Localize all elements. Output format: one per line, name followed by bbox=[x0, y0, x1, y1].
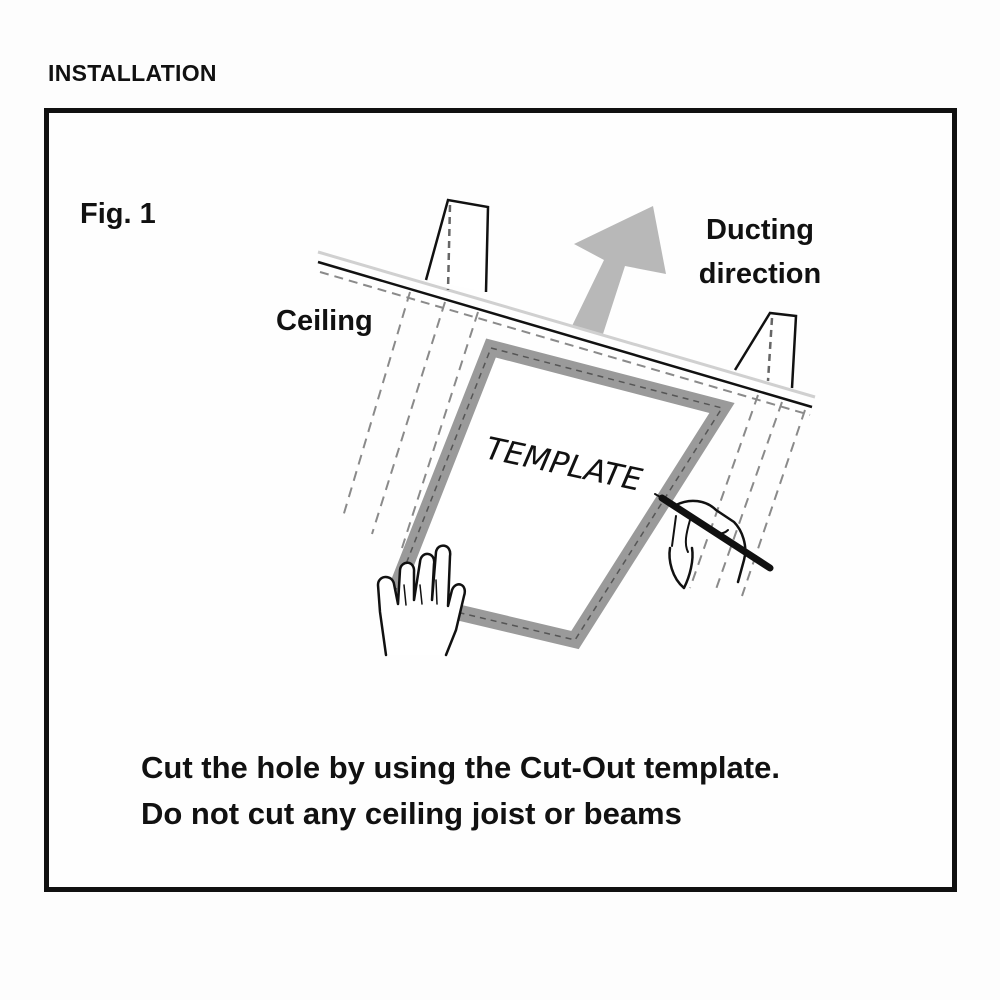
instruction-line-2: Do not cut any ceiling joist or beams bbox=[141, 796, 682, 831]
figure-label: Fig. 1 bbox=[80, 198, 156, 230]
ducting-label-line2: direction bbox=[698, 258, 822, 290]
hidden-joist-lines bbox=[341, 291, 806, 597]
ducting-label-line1: Ducting bbox=[706, 214, 814, 246]
instruction-line-1: Cut the hole by using the Cut-Out templa… bbox=[141, 750, 780, 785]
ceiling-surface bbox=[317, 250, 816, 416]
section-title: INSTALLATION bbox=[48, 60, 217, 86]
cut-out-template bbox=[382, 338, 735, 650]
left-hand-icon bbox=[376, 544, 467, 657]
right-hand-with-pencil-icon bbox=[654, 493, 774, 590]
joist-icon bbox=[424, 198, 490, 293]
instructions: Cut the hole by using the Cut-Out templa… bbox=[141, 745, 780, 837]
ducting-direction-arrow-icon bbox=[572, 206, 666, 334]
ducting-direction-label: Ducting direction bbox=[690, 208, 830, 296]
joist-icon-right bbox=[733, 311, 798, 389]
ceiling-label: Ceiling bbox=[276, 305, 373, 337]
